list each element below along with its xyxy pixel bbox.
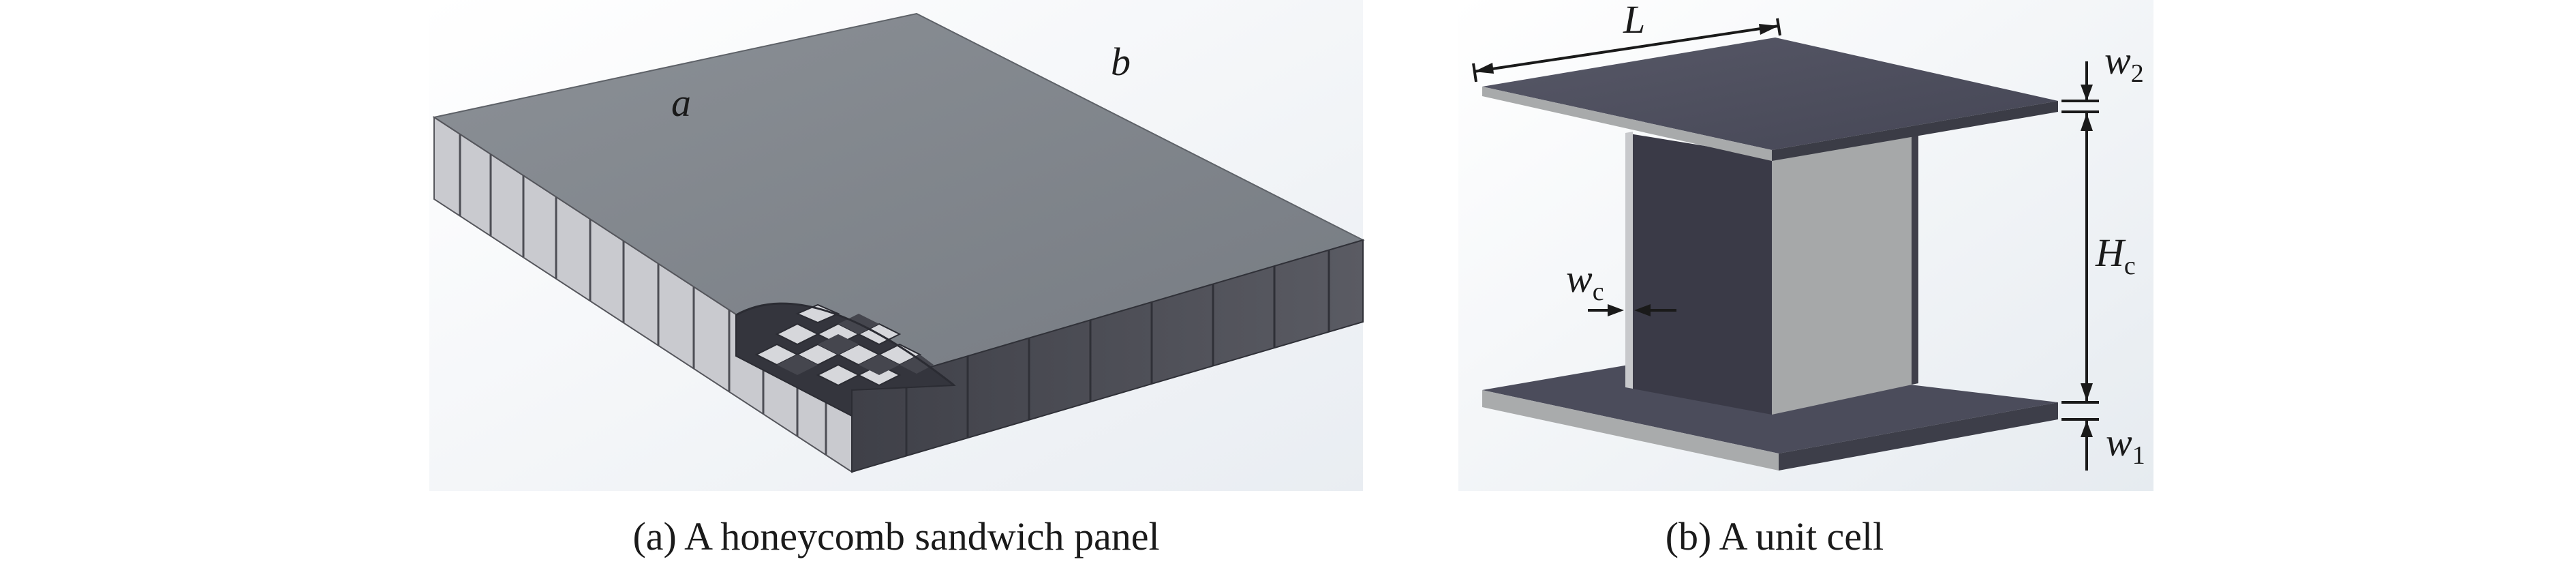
honeycomb-cutaway [735,302,956,417]
edge-label-b: b [1111,40,1131,84]
panel-a: a b (a) A honeycomb sandwich panel [429,0,1365,558]
web-light-face [1772,133,1918,415]
caption-a: (a) A honeycomb sandwich panel [632,514,1159,558]
caption-b: (b) A unit cell [1666,514,1884,558]
cutaway-arc-edge [735,302,955,387]
core-dark-cells [777,314,934,375]
dim-wc-label: wc [1566,256,1604,306]
web-light-edge [1912,133,1918,385]
dim-L-label: L [1623,0,1645,42]
edge-label-a: a [671,80,691,125]
dim-wc: wc [1566,256,1676,316]
dim-Hc: Hc [2081,113,2136,401]
top-face-sheet [1482,38,2058,161]
dim-w1-label: w1 [2106,420,2145,470]
web-dark-face [1625,133,1772,415]
dim-w2-label: w2 [2104,38,2144,88]
dim-w2: w2 [2061,38,2144,113]
panel-b: L w2 Hc w1 [1458,0,2153,558]
sandwich-right-face [851,239,1364,473]
dim-w1: w1 [2061,401,2145,471]
dim-L: L [1472,0,1781,83]
core-webs [1625,132,1918,415]
dim-Hc-label: Hc [2095,230,2136,280]
right-face-cell-walls [905,250,1330,456]
web-edge-strip [1625,132,1633,389]
